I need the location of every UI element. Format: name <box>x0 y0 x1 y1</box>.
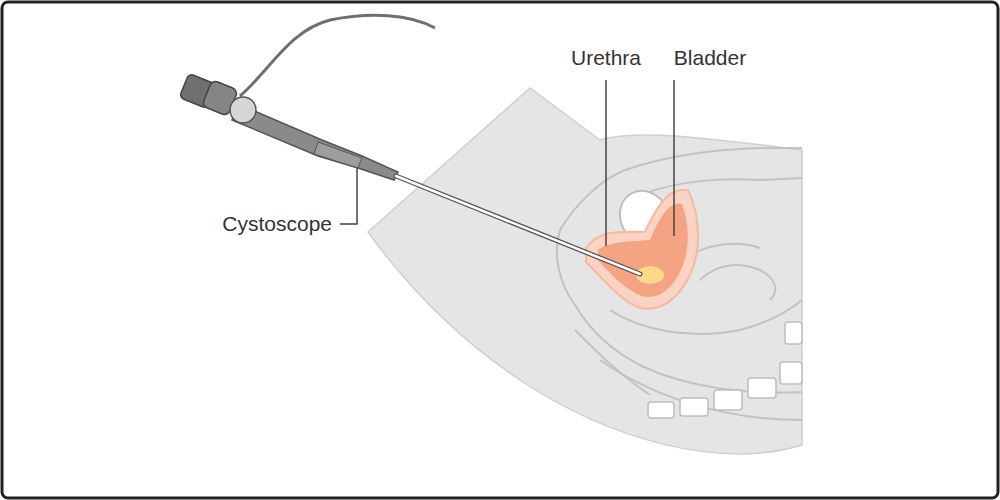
scope-tube-outline <box>396 176 640 274</box>
leader-lines <box>340 80 674 246</box>
valve-knob <box>230 97 256 123</box>
part-label: Urethra <box>571 45 641 70</box>
bladder-outer <box>586 190 698 309</box>
leader-line <box>673 80 675 236</box>
vertebrae <box>648 322 802 418</box>
anatomy-outlines <box>557 148 802 420</box>
light-cable <box>240 15 435 96</box>
part-label: Cystoscope <box>222 211 332 236</box>
scope-collar <box>314 142 362 168</box>
scope-tube <box>396 176 640 274</box>
leader-line <box>605 80 607 246</box>
part-label: Bladder <box>674 45 746 70</box>
body-region <box>368 88 802 454</box>
leader-line <box>340 168 357 224</box>
scope-body <box>232 104 398 180</box>
